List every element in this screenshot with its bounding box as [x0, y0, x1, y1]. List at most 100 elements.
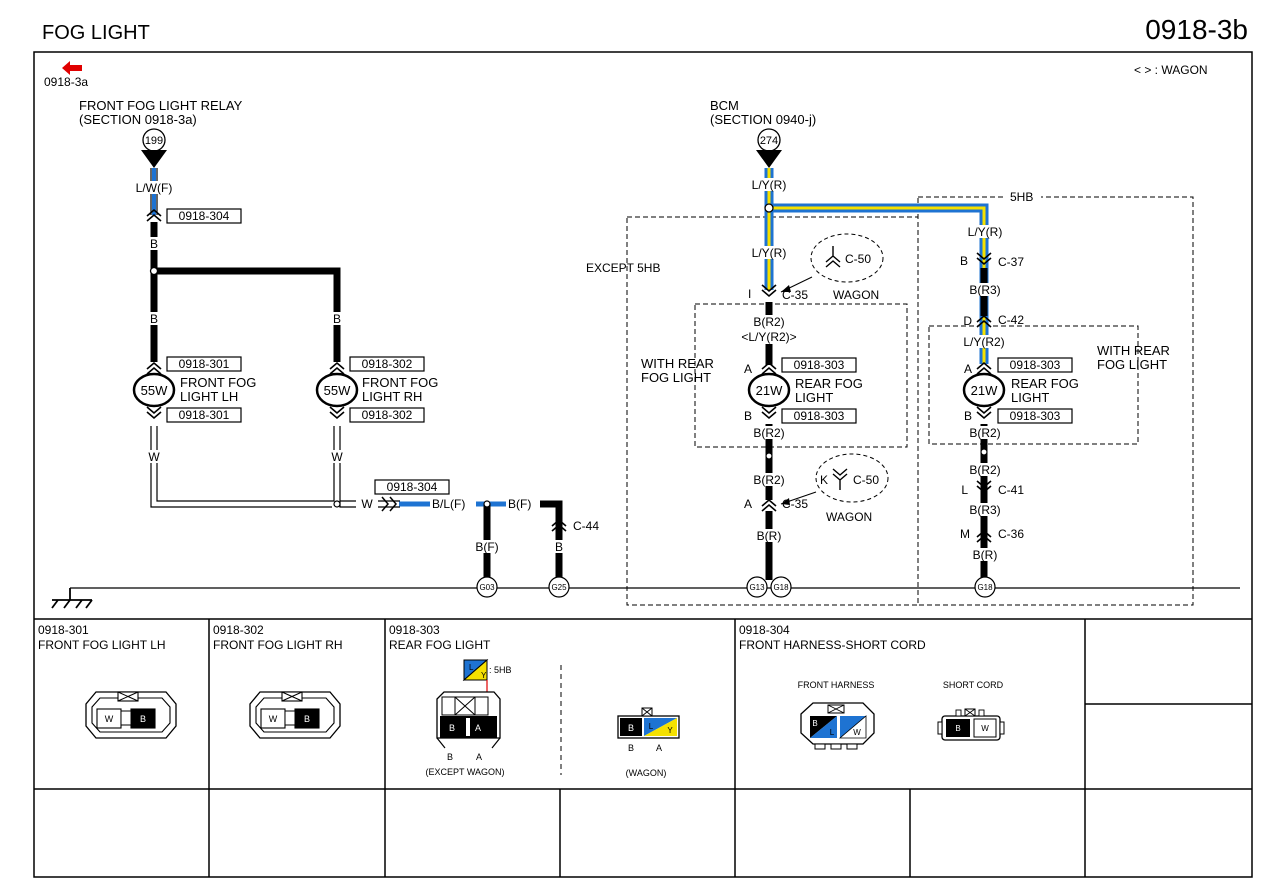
right-name2: LIGHT	[1011, 390, 1049, 405]
connector-304-side-icon	[381, 496, 397, 512]
lh-name1: FRONT FOG	[180, 375, 256, 390]
c50-top-label: C-50	[845, 252, 871, 266]
right-conn-303-b: 0918-303	[1010, 409, 1061, 423]
c304-short-cord-face	[937, 708, 1005, 741]
wire-b-rh-label: B	[333, 312, 341, 326]
right-name1: REAR FOG	[1011, 376, 1079, 391]
conn-label-box	[349, 356, 425, 372]
wire-w-label: W	[361, 497, 373, 511]
c50-top-callout	[810, 233, 884, 283]
rear-lamp-right-bottom-connector	[976, 406, 992, 419]
conn-label-box	[781, 408, 857, 424]
c303-key-l: L	[469, 663, 474, 672]
c303-pin-b: B	[449, 723, 455, 733]
conn-304-top-label: 0918-304	[179, 209, 230, 223]
c302-pin2: B	[304, 714, 310, 724]
conn-label-box	[781, 357, 857, 373]
c304-fh-b: B	[812, 719, 817, 728]
rear-lamp-right-icon	[962, 372, 1006, 408]
rear-lamp-center-bottom-connector	[761, 406, 777, 419]
connector-table	[34, 618, 1252, 877]
label-bg	[327, 312, 347, 325]
with-rear-center-1: WITH REAR	[641, 356, 714, 371]
right-wire-br3-label: B(R3)	[969, 283, 1000, 297]
conn-label-box	[166, 407, 242, 423]
wire-w-rh-label: W	[331, 450, 343, 464]
rh-watt: 55W	[324, 383, 351, 398]
c301-code: 0918-301	[38, 623, 89, 637]
wire-br2-low-label: B(R2)	[753, 473, 784, 487]
conn-label-box	[349, 407, 425, 423]
c303-key-y: Y	[481, 671, 487, 680]
lh-watt: 55W	[141, 383, 168, 398]
c304-sc-b: B	[955, 724, 960, 733]
label-bg	[144, 312, 164, 325]
c303-col-b: B	[447, 752, 453, 762]
prev-page-link[interactable]: 0918-3a	[44, 61, 88, 89]
lamp-lh-top-connector	[146, 362, 162, 375]
lh-conn-a: 0918-301	[179, 357, 230, 371]
label-bg	[962, 503, 1008, 516]
label-bg	[744, 473, 794, 486]
with-rear-right-2: FOG LIGHT	[1097, 357, 1167, 372]
page-title: FOG LIGHT	[42, 22, 150, 44]
wire-ly-top-label: L/Y(R)	[752, 178, 787, 192]
g18-center-label: G18	[773, 583, 789, 592]
label-bg	[744, 178, 794, 191]
page-code: 0918-3b	[1145, 14, 1248, 45]
c303-wagon-col-b: B	[628, 743, 634, 753]
c37-label: C-37	[998, 255, 1024, 269]
terminal-triangle-icon	[756, 150, 782, 168]
c303-wagon: (WAGON)	[626, 768, 667, 778]
label-bg	[748, 529, 790, 542]
c301-pin1: W	[105, 714, 114, 724]
center-name1: REAR FOG	[795, 376, 863, 391]
bcm-title: BCM	[710, 98, 739, 113]
rh-name1: FRONT FOG	[362, 375, 438, 390]
right-wire-lyr2-label: L/Y(R2)	[963, 335, 1004, 349]
prev-page-label: 0918-3a	[44, 75, 88, 89]
lh-name2: LIGHT LH	[180, 389, 238, 404]
label-bg	[144, 237, 164, 250]
c304-short-cord: SHORT CORD	[943, 680, 1004, 690]
splice-point	[333, 500, 341, 508]
5hb-box	[917, 196, 1194, 606]
ground-symbol-icon	[51, 588, 93, 609]
splice-point	[765, 452, 773, 460]
c301-name: FRONT FOG LIGHT LH	[38, 638, 166, 652]
wire-bf-down-label: B(F)	[475, 540, 498, 554]
label-bg	[964, 548, 1006, 561]
lamp-lh-bottom-connector	[146, 406, 162, 419]
wire-ly-branch-blue	[769, 203, 989, 345]
callout-arrow-icon	[781, 498, 790, 505]
c50-bottom-callout	[815, 453, 889, 503]
c41-label: C-41	[998, 483, 1024, 497]
wire-br2-label: B(R2)	[753, 315, 784, 329]
wire-b-branch	[154, 267, 341, 362]
wire-ly-mid-label: L/Y(R)	[752, 246, 787, 260]
terminal-199: 199	[145, 135, 163, 147]
c35-bottom-label: C-35	[782, 497, 808, 511]
pin-l: L	[961, 483, 968, 497]
g03-label: G03	[479, 583, 495, 592]
conn-label-box	[166, 208, 242, 224]
wire-b-g25-label: B	[555, 540, 563, 554]
rh-conn-b: 0918-302	[362, 408, 413, 422]
c303-wagon-pin-l: L	[649, 722, 654, 731]
c303-wagon-col-a: A	[656, 743, 662, 753]
wire-b-lh-label: B	[150, 312, 158, 326]
wire-ly-branch-yellow	[769, 206, 986, 345]
conn-304-bottom-label: 0918-304	[387, 480, 438, 494]
label-bg	[744, 426, 794, 439]
wire-br2-after-label: B(R2)	[753, 426, 784, 440]
c304-front-harness: FRONT HARNESS	[798, 680, 875, 690]
label-bg	[960, 225, 1010, 238]
red-back-arrow-icon	[62, 61, 82, 75]
lh-conn-b: 0918-301	[179, 408, 230, 422]
c35-bottom-symbol	[761, 499, 777, 512]
rh-conn-a: 0918-302	[362, 357, 413, 371]
rh-name2: LIGHT RH	[362, 389, 422, 404]
right-wire-ly-label: L/Y(R)	[968, 225, 1003, 239]
lamp-lh-icon	[132, 372, 176, 408]
